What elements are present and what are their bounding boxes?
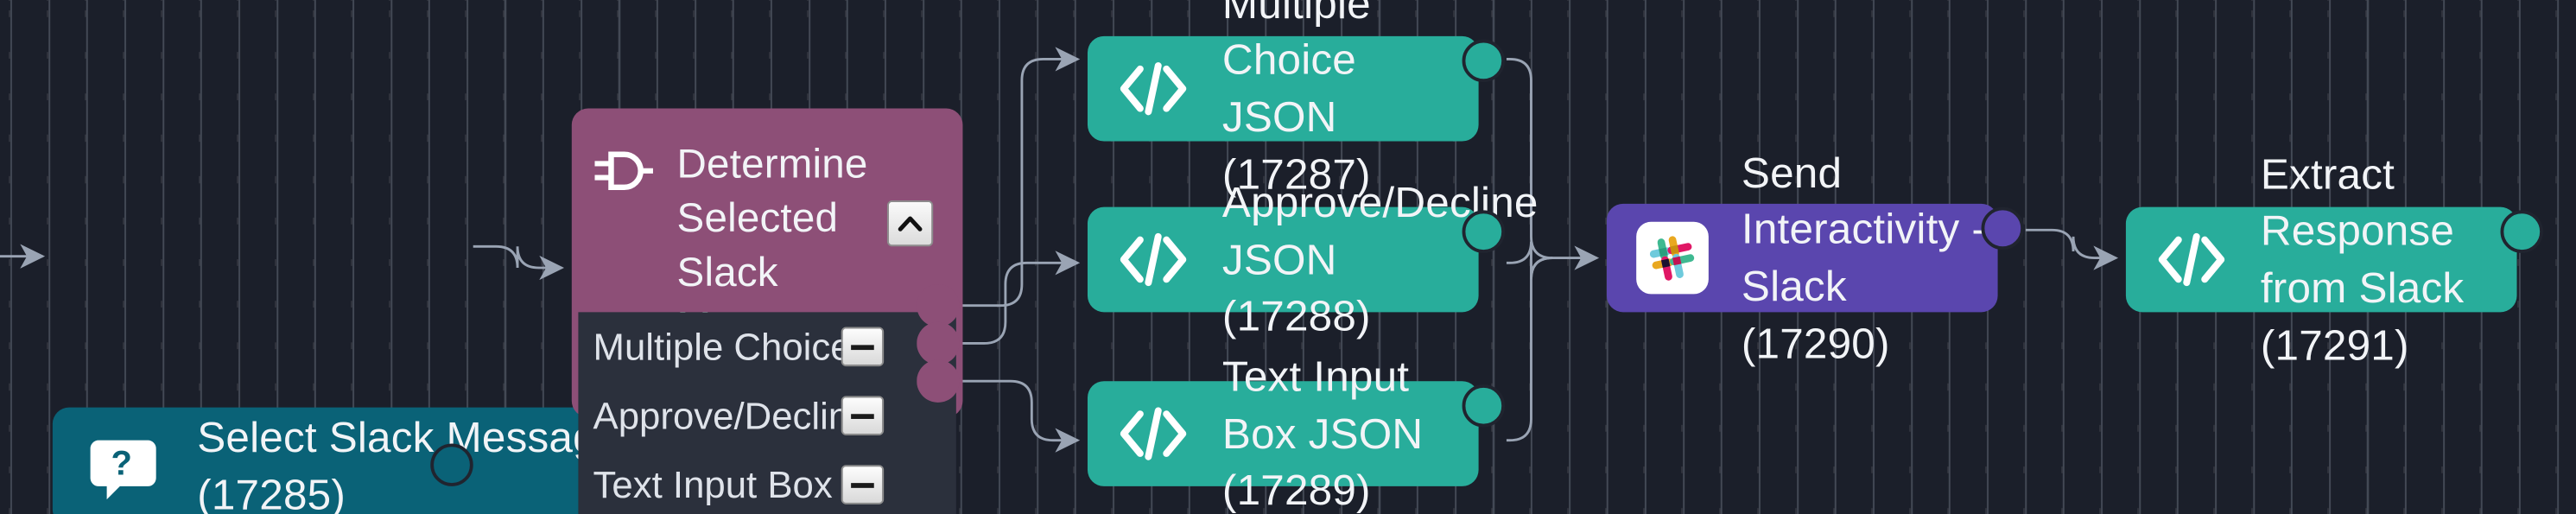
node-text-input-box-json[interactable]: Text Input Box JSON (17289): [1087, 352, 1479, 514]
output-port-17287[interactable]: [1462, 39, 1506, 83]
output-label: Text Input Box: [593, 462, 833, 505]
node-title: Approve/Decline JSON (17288): [1221, 177, 1539, 341]
output-port-17290[interactable]: [1981, 206, 2024, 251]
minus-icon[interactable]: [841, 327, 885, 367]
node-title: Send Interactivity - Slack (17290): [1741, 147, 1987, 368]
output-port-17285[interactable]: [430, 443, 473, 486]
code-icon: [1117, 232, 1190, 288]
output-port-17289[interactable]: [1462, 384, 1506, 428]
slack-icon: [1636, 221, 1709, 295]
question-bubble-icon: ?: [89, 432, 158, 501]
node-extract-response-from-slack[interactable]: Extract Response from Slack (17291): [2125, 149, 2517, 369]
decision-outputs-panel: Multiple Choice Approve/Decline Text Inp…: [578, 312, 956, 514]
code-icon: [1117, 60, 1190, 117]
collapse-toggle-chevron-up-icon[interactable]: [886, 200, 934, 247]
minus-icon[interactable]: [841, 396, 885, 435]
code-icon: [2155, 232, 2228, 288]
node-title: Multiple Choice JSON (17287): [1221, 0, 1371, 199]
node-send-interactivity-slack[interactable]: Send Interactivity - Slack (17290): [1606, 148, 1998, 367]
node-approve-decline-json[interactable]: Approve/Decline JSON (17288): [1087, 178, 1538, 340]
node-title: Extract Response from Slack (17291): [2260, 149, 2465, 370]
output-port-17286-multiple-choice[interactable]: [917, 284, 960, 327]
output-row-multiple-choice[interactable]: Multiple Choice: [578, 312, 955, 381]
minus-icon[interactable]: [841, 465, 885, 504]
output-port-17291[interactable]: [2500, 210, 2543, 253]
node-determine-selected-slack-message-type[interactable]: Determine Selected Slack Message Type (1…: [571, 108, 963, 514]
output-port-17286-text-input-box[interactable]: [917, 359, 960, 403]
output-label: Approve/Decline: [593, 393, 871, 436]
node-title: Text Input Box JSON (17289): [1221, 352, 1424, 514]
code-icon: [1117, 406, 1190, 462]
output-row-approve-decline[interactable]: Approve/Decline: [578, 381, 955, 450]
output-label: Multiple Choice: [593, 324, 852, 368]
node-multiple-choice-json[interactable]: Multiple Choice JSON (17287): [1087, 0, 1479, 198]
output-port-17286-approve-decline[interactable]: [917, 321, 960, 365]
output-row-text-input-box[interactable]: Text Input Box: [578, 450, 955, 514]
svg-text:?: ?: [111, 445, 132, 483]
plug-icon: [594, 144, 653, 197]
output-port-17288[interactable]: [1462, 210, 1506, 253]
